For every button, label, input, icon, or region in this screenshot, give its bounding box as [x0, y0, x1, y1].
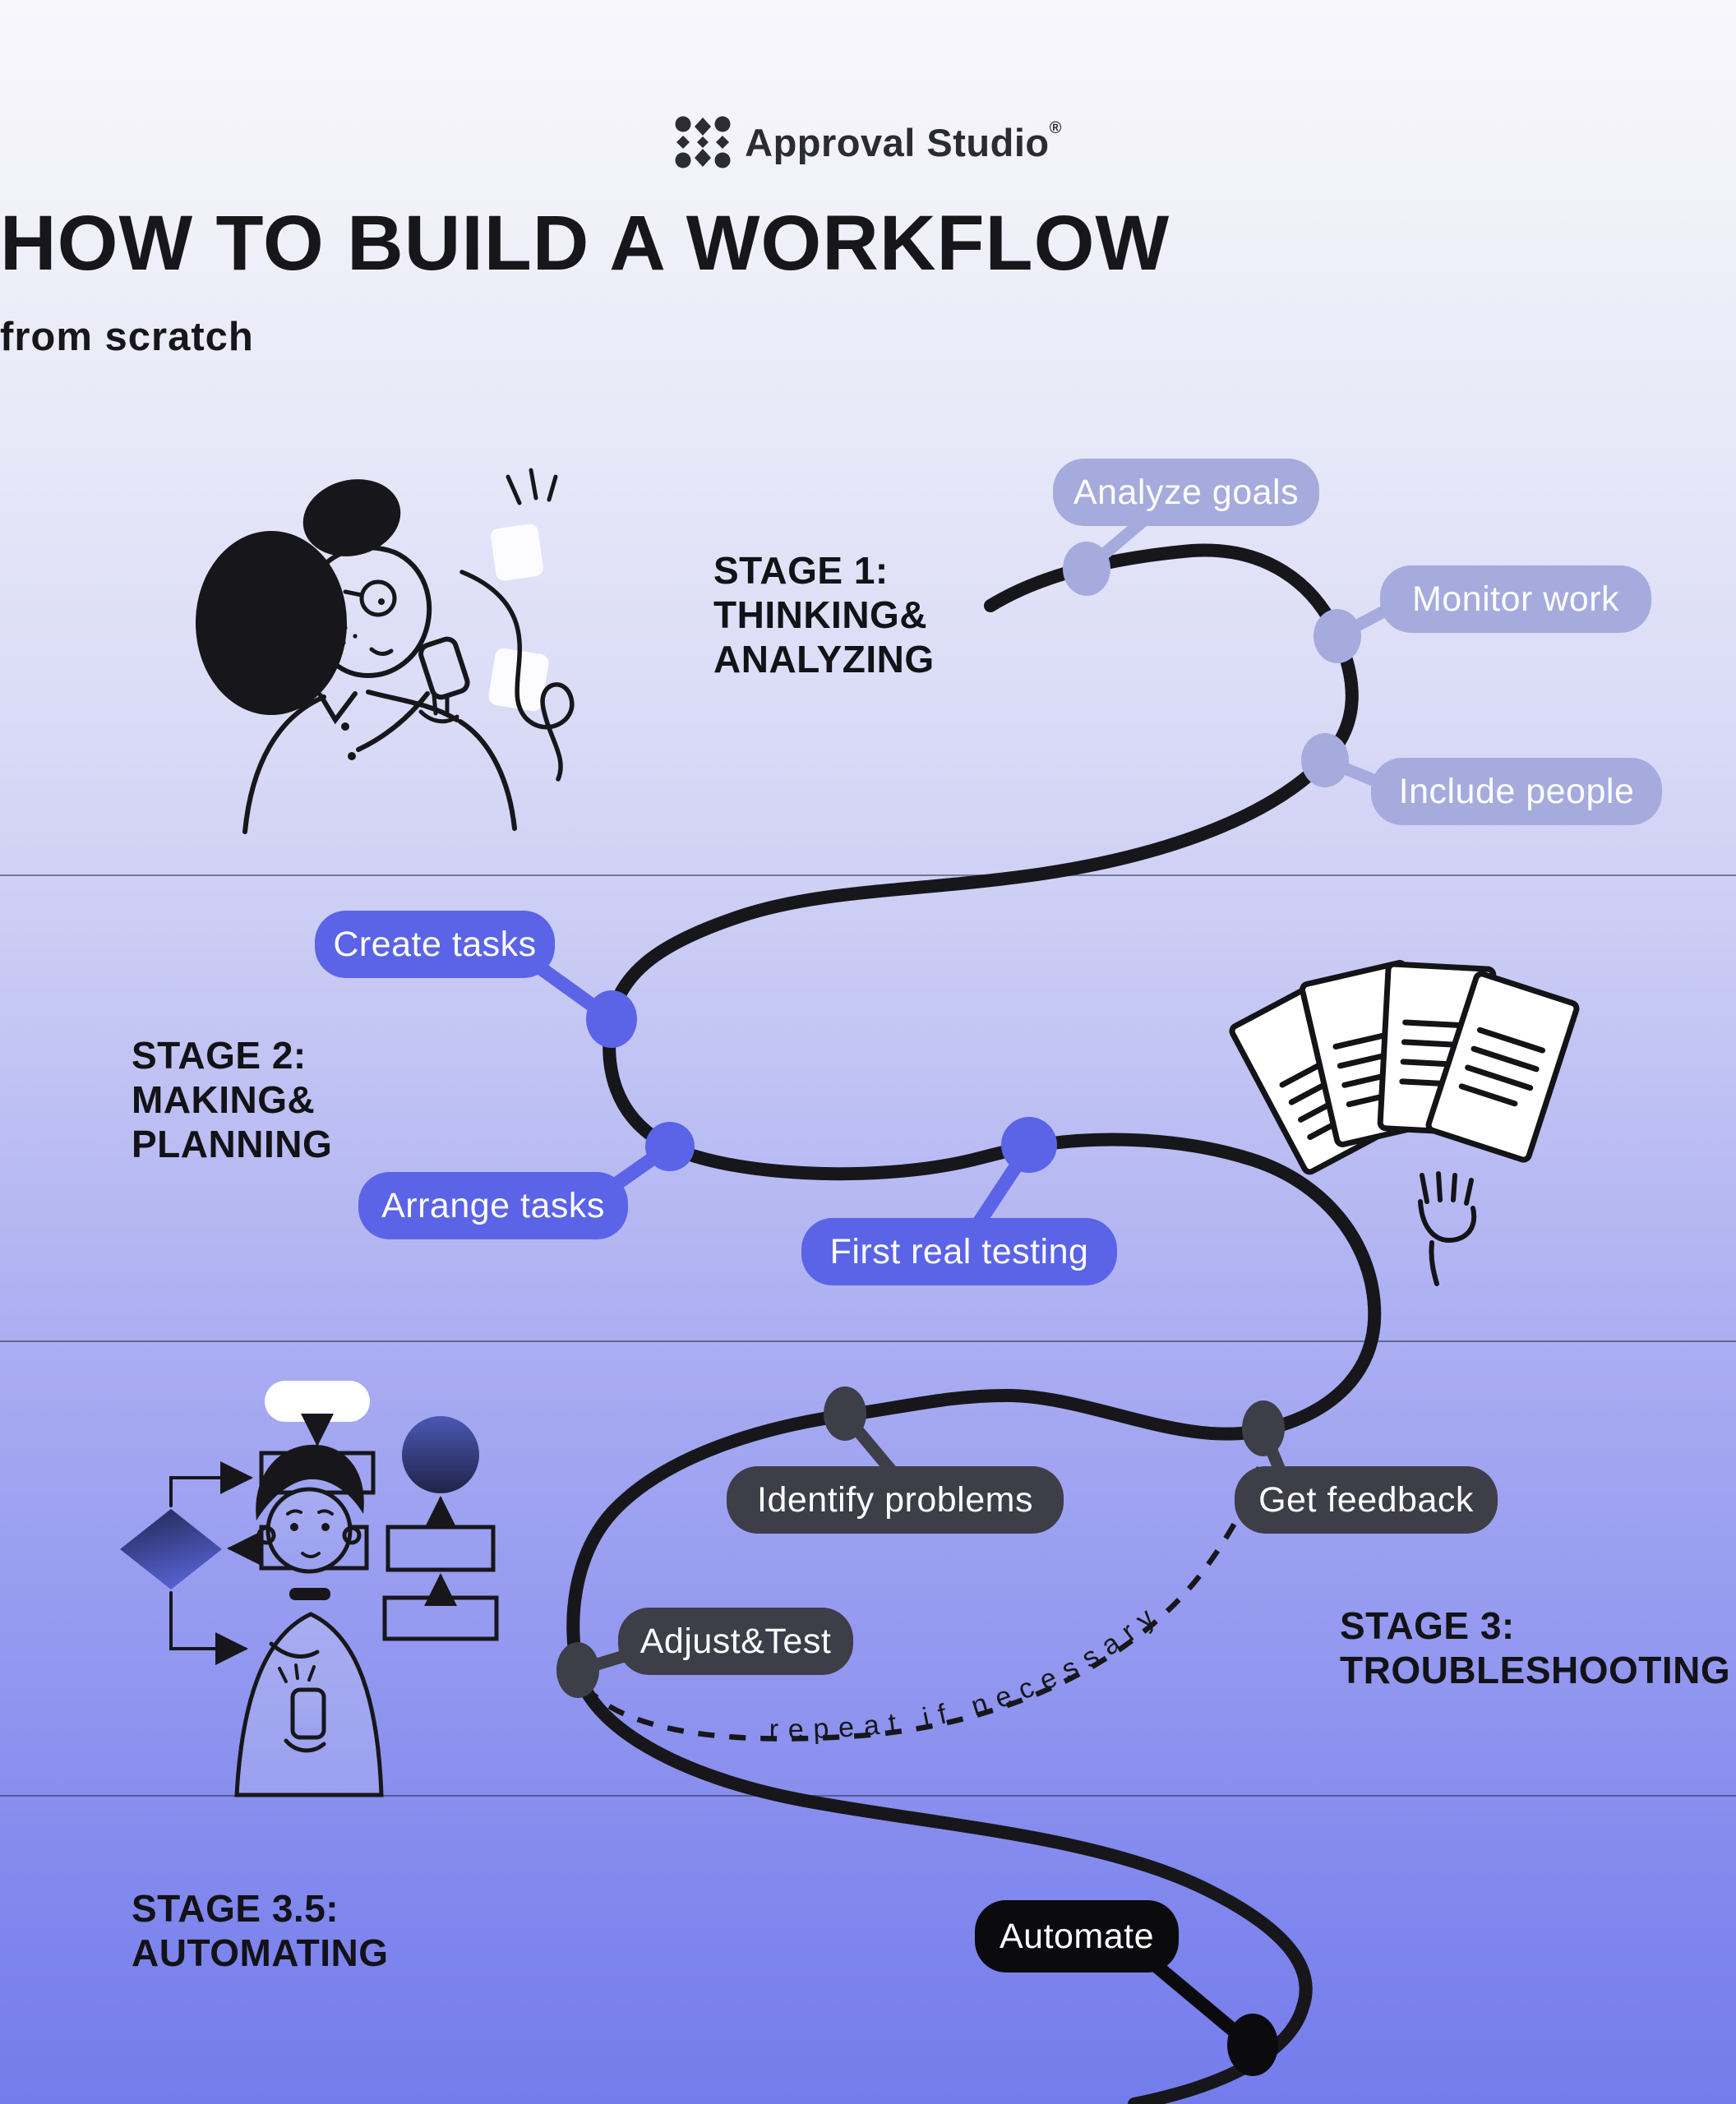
woman-illustration: [196, 468, 575, 834]
create-tasks-pill: Create tasks: [315, 911, 555, 978]
stage-2-label: STAGE 2: MAKING& PLANNING: [132, 1034, 333, 1165]
node-adjust-test: [556, 1642, 599, 1698]
node-identify-problems: [824, 1387, 866, 1441]
approval-studio-logo-icon: [675, 116, 731, 168]
man-flowchart-illustration: [120, 1381, 499, 1797]
stage-3-5-label: STAGE 3.5: AUTOMATING: [132, 1887, 389, 1974]
adjust-test-pill: Adjust&Test: [618, 1608, 853, 1675]
analyze-goals-pill: Analyze goals: [1053, 459, 1319, 526]
stage-divider-3: [0, 1795, 1736, 1797]
main-flow-path: [566, 543, 1382, 2104]
node-automate: [1227, 2014, 1278, 2076]
stage-1-label: STAGE 1: THINKING& ANALYZING: [713, 549, 935, 681]
page-title: HOW TO BUILD A WORKFLOW: [0, 200, 1170, 287]
brand-logo: Approval Studio®: [0, 115, 1736, 169]
node-create-tasks: [586, 990, 637, 1048]
monitor-work-pill: Monitor work: [1380, 565, 1651, 633]
node-analyze-goals: [1063, 542, 1110, 596]
stage-3-label: STAGE 3: TROUBLESHOOTING: [1340, 1604, 1731, 1691]
stage-divider-2: [0, 1340, 1736, 1342]
automate-pill: Automate: [975, 1900, 1179, 1972]
node-get-feedback: [1242, 1400, 1285, 1456]
stage-divider-1: [0, 874, 1736, 876]
node-first-real-testing: [1001, 1117, 1057, 1173]
first-real-testing-pill: First real testing: [801, 1218, 1117, 1285]
flow-nodes: [556, 542, 1361, 2076]
node-include-people: [1301, 733, 1349, 787]
repeat-loop-path: [583, 1447, 1267, 1742]
arrange-tasks-pill: Arrange tasks: [358, 1172, 628, 1239]
registered-mark: ®: [1049, 119, 1062, 137]
node-arrange-tasks: [645, 1122, 695, 1171]
node-monitor-work: [1314, 609, 1361, 663]
brand-name: Approval Studio®: [745, 119, 1062, 164]
papers-illustration: [1229, 960, 1580, 1286]
include-people-pill: Include people: [1371, 758, 1662, 825]
get-feedback-pill: Get feedback: [1235, 1466, 1498, 1534]
page-subtitle: from scratch: [0, 315, 254, 359]
identify-problems-pill: Identify problems: [727, 1466, 1064, 1534]
